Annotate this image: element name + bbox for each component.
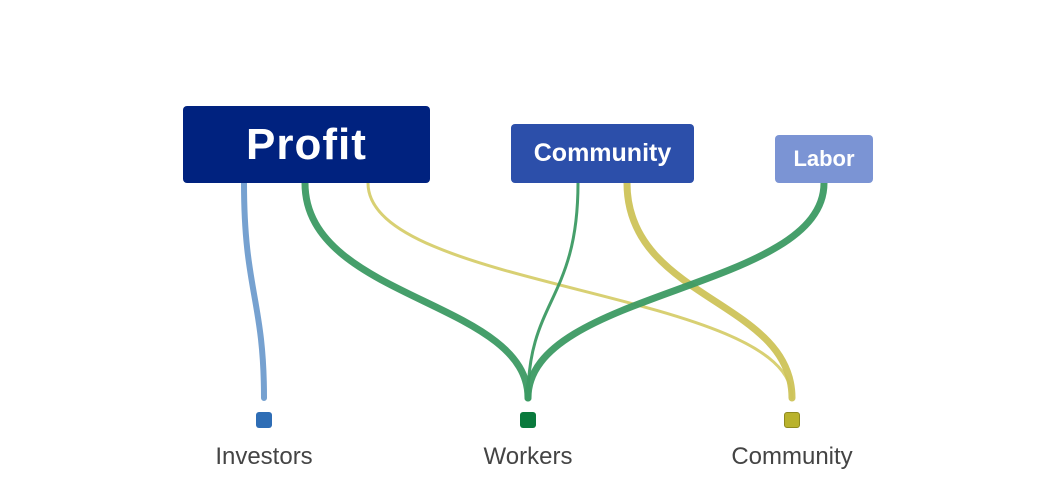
target-label-workers: Workers [483, 443, 573, 470]
link-profit-investors [241, 180, 267, 401]
source-node-profit[interactable]: Profit [183, 106, 430, 183]
link-profit-workers [301, 179, 532, 402]
link-labor-workers [524, 179, 828, 402]
target-label-community: Community [731, 443, 853, 470]
link-profit-community [366, 181, 794, 400]
source-node-community[interactable]: Community [511, 124, 694, 183]
link-community-community [623, 179, 796, 402]
target-marker-investors [256, 412, 272, 428]
link-community-workers [526, 181, 580, 400]
target-label-investors: Investors [215, 443, 313, 470]
target-marker-community [784, 412, 800, 428]
source-node-labor[interactable]: Labor [775, 135, 873, 183]
target-marker-workers [520, 412, 536, 428]
